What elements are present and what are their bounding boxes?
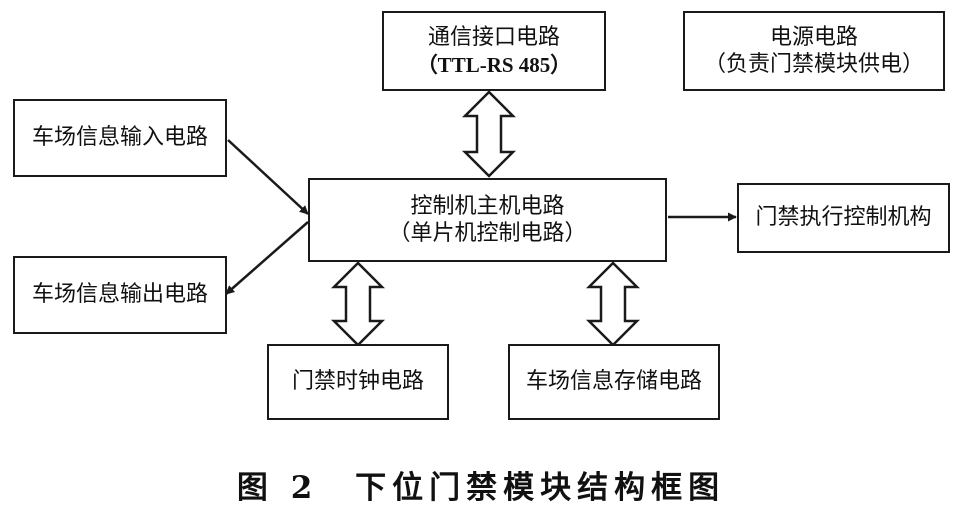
figure-caption: 图 2 下位门禁模块结构框图 <box>0 462 962 507</box>
arrow-mcu-to-output <box>225 221 309 295</box>
figure-title: 下位门禁模块结构框图 <box>355 470 726 506</box>
power-supply-note: （负责门禁模块供电） <box>703 52 924 77</box>
comm-interface-block: 通信接口电路 （TTL-RS 485） <box>382 11 606 91</box>
parking-info-input-label: 车场信息输入电路 <box>31 125 208 151</box>
double-arrow-mcu-storage <box>585 261 641 347</box>
double-arrow-comm-mcu <box>461 90 517 178</box>
gate-clock-label: 门禁时钟电路 <box>291 369 424 395</box>
parking-info-storage-label: 车场信息存储电路 <box>525 369 702 395</box>
parking-info-output-block: 车场信息输出电路 <box>13 256 227 334</box>
comm-interface-protocol: （TTL-RS 485） <box>416 52 572 77</box>
parking-info-output-label: 车场信息输出电路 <box>31 282 208 308</box>
main-controller-block: 控制机主机电路 （单片机控制电路） <box>308 178 667 262</box>
power-supply-block: 电源电路 （负责门禁模块供电） <box>683 11 945 91</box>
comm-interface-label: 通信接口电路 <box>427 25 560 51</box>
parking-info-input-block: 车场信息输入电路 <box>13 99 227 177</box>
arrow-input-to-mcu <box>227 139 309 215</box>
gate-clock-block: 门禁时钟电路 <box>267 344 449 420</box>
main-controller-note: （单片机控制电路） <box>388 221 587 246</box>
main-controller-label: 控制机主机电路 <box>410 193 565 219</box>
figure-number: 图 2 <box>236 470 319 506</box>
parking-info-storage-block: 车场信息存储电路 <box>508 344 720 420</box>
gate-actuator-block: 门禁执行控制机构 <box>737 183 950 253</box>
power-supply-label: 电源电路 <box>769 24 858 50</box>
gate-actuator-label: 门禁执行控制机构 <box>755 205 932 231</box>
double-arrow-mcu-clock <box>330 261 386 347</box>
